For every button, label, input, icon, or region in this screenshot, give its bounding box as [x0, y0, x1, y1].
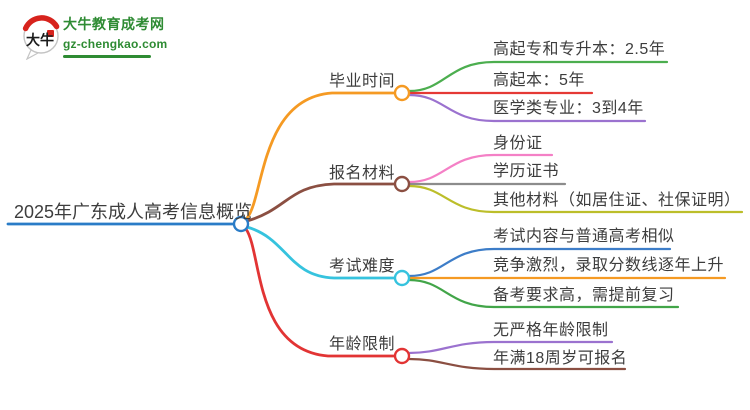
red-hat-arc	[22, 15, 60, 32]
leaf-line-age-18	[407, 357, 627, 371]
branch-age-circle	[393, 347, 411, 365]
leaf-line-exam-content	[407, 247, 672, 278]
leaf-label: 学历证书	[493, 163, 560, 180]
branch-age-line	[244, 227, 397, 358]
site-logo[interactable]: 大牛 大牛教育成考网 gz-chengkao.com	[18, 9, 228, 65]
red-seal-stamp	[47, 30, 54, 37]
leaf-line-preparation	[407, 278, 680, 309]
leaf-line-id-card	[407, 153, 554, 184]
branch-materials-circle	[393, 175, 411, 193]
site-name: 大牛教育成考网	[63, 16, 165, 32]
leaf-line-other-materials	[407, 184, 744, 214]
logo-underline-decoration	[63, 55, 151, 58]
leaf-line-no-strict-limit	[407, 340, 614, 355]
leaf-label: 考试内容与普通高考相似	[493, 228, 675, 245]
leaf-label: 身份证	[493, 135, 543, 152]
branch-label-materials: 报名材料	[329, 165, 396, 182]
logo-calligraphy-text: 大牛	[26, 32, 54, 49]
branch-materials-line	[245, 182, 397, 223]
branch-label-graduation-time: 毕业时间	[329, 73, 396, 90]
leaf-label: 高起本：5年	[493, 72, 585, 89]
leaf-label: 医学类专业：3到4年	[493, 100, 644, 117]
branch-graduation-circle	[393, 84, 411, 102]
leaf-label: 无严格年龄限制	[493, 322, 609, 339]
leaf-label: 年满18周岁可报名	[493, 350, 628, 367]
root-label: 2025年广东成人高考信息概览	[14, 202, 253, 222]
leaf-label: 备考要求高，需提前复习	[493, 287, 675, 304]
branch-label-difficulty: 考试难度	[329, 258, 396, 275]
daniu-speech-bubble-icon: 大牛	[22, 15, 60, 60]
root-node-circle	[232, 215, 250, 233]
branch-difficulty-line	[245, 225, 397, 280]
leaf-label: 竞争激烈，录取分数线逐年上升	[493, 257, 725, 274]
leaf-line-gaoqizhuan	[407, 60, 669, 93]
site-domain: gz-chengkao.com	[63, 37, 168, 51]
branch-graduation-line	[245, 91, 397, 220]
leaf-label: 其他材料（如居住证、社保证明）	[493, 192, 741, 209]
leaf-label: 高起专和专升本：2.5年	[493, 41, 666, 58]
leaf-line-medical	[407, 93, 647, 123]
branch-difficulty-circle	[393, 269, 411, 287]
branch-label-age-limit: 年龄限制	[329, 336, 396, 353]
